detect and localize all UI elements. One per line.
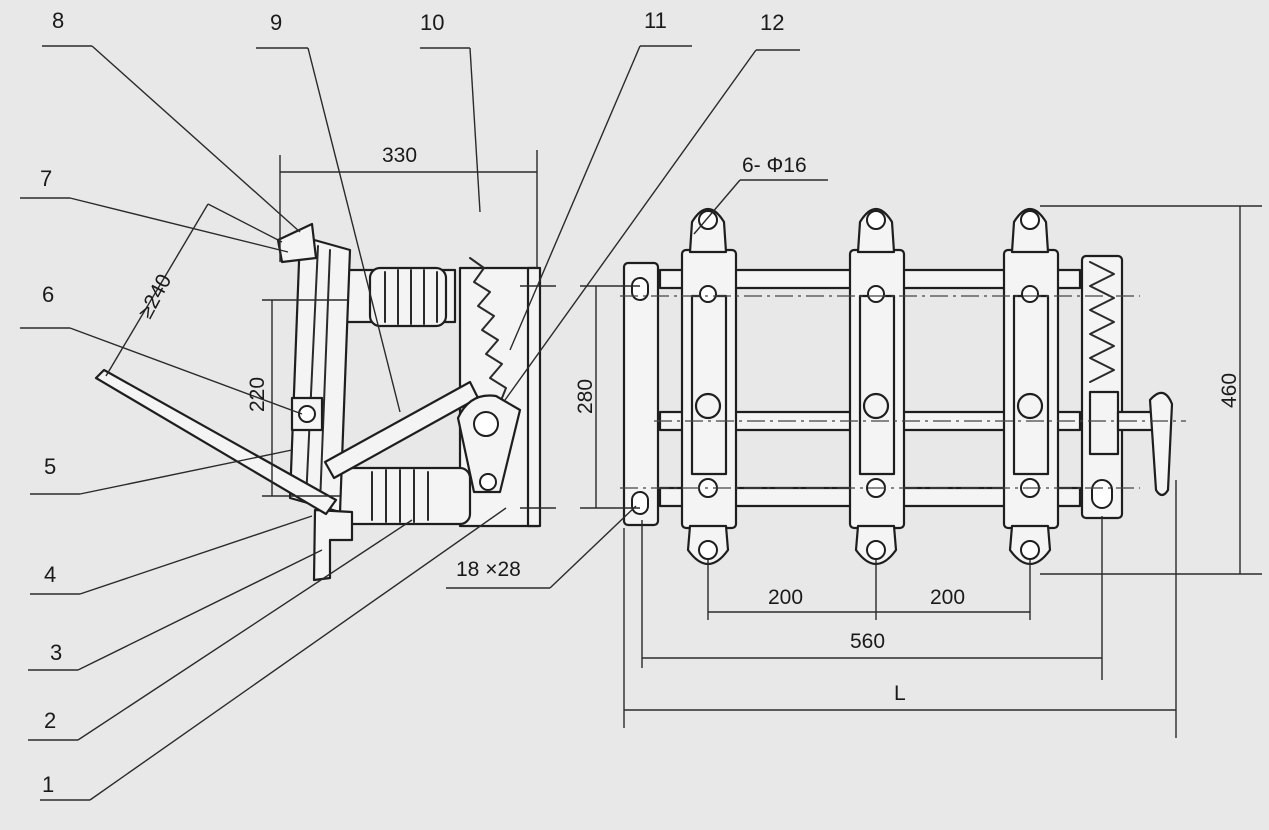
front-view <box>580 179 1262 738</box>
slot-bottom <box>631 491 649 515</box>
hand-lever <box>1116 391 1174 497</box>
part-label-10: 10 <box>420 10 444 35</box>
part-number-labels: 8 9 10 11 12 7 6 5 4 3 2 1 <box>40 8 784 797</box>
pole-1 <box>680 207 738 566</box>
part-label-5: 5 <box>44 454 56 479</box>
dim-240: ≥240 <box>134 270 176 322</box>
crank-pivot <box>473 411 499 437</box>
leader-lines <box>20 45 800 801</box>
slot-top <box>631 277 649 301</box>
part-label-12: 12 <box>760 10 784 35</box>
crank-plate <box>456 394 522 494</box>
part-label-11: 11 <box>644 8 667 33</box>
operating-handle <box>94 368 338 516</box>
part-label-7: 7 <box>40 166 52 191</box>
part-label-1: 1 <box>42 772 54 797</box>
part-label-4: 4 <box>44 562 56 587</box>
pole-2 <box>848 207 906 566</box>
bottom-foot <box>312 508 354 582</box>
dim-460: 460 <box>1218 373 1241 408</box>
part-label-2: 2 <box>44 708 56 733</box>
dim-280: 280 <box>574 379 597 414</box>
side-view <box>94 150 556 582</box>
mounting-plate <box>622 261 660 527</box>
part-label-6: 6 <box>42 282 54 307</box>
spring <box>469 257 507 409</box>
part-label-3: 3 <box>50 640 62 665</box>
part-label-8: 8 <box>52 8 64 33</box>
part-label-9: 9 <box>270 10 282 35</box>
lower-insulator <box>338 466 472 526</box>
dim-200-left: 200 <box>768 586 803 609</box>
upper-insulator <box>368 266 448 328</box>
dim-560: 560 <box>850 630 885 653</box>
spring-housing <box>1080 254 1124 520</box>
dim-L: L <box>894 682 906 705</box>
pole-3 <box>1002 207 1060 566</box>
dim-330: 330 <box>382 144 417 167</box>
dim-slot: 18 ×28 <box>456 558 521 581</box>
dim-holes: 6- Φ16 <box>742 154 807 177</box>
connecting-rod <box>323 380 480 480</box>
dim-200-right: 200 <box>930 586 965 609</box>
dim-220: 220 <box>246 377 269 412</box>
side-frame-edge <box>526 266 542 528</box>
